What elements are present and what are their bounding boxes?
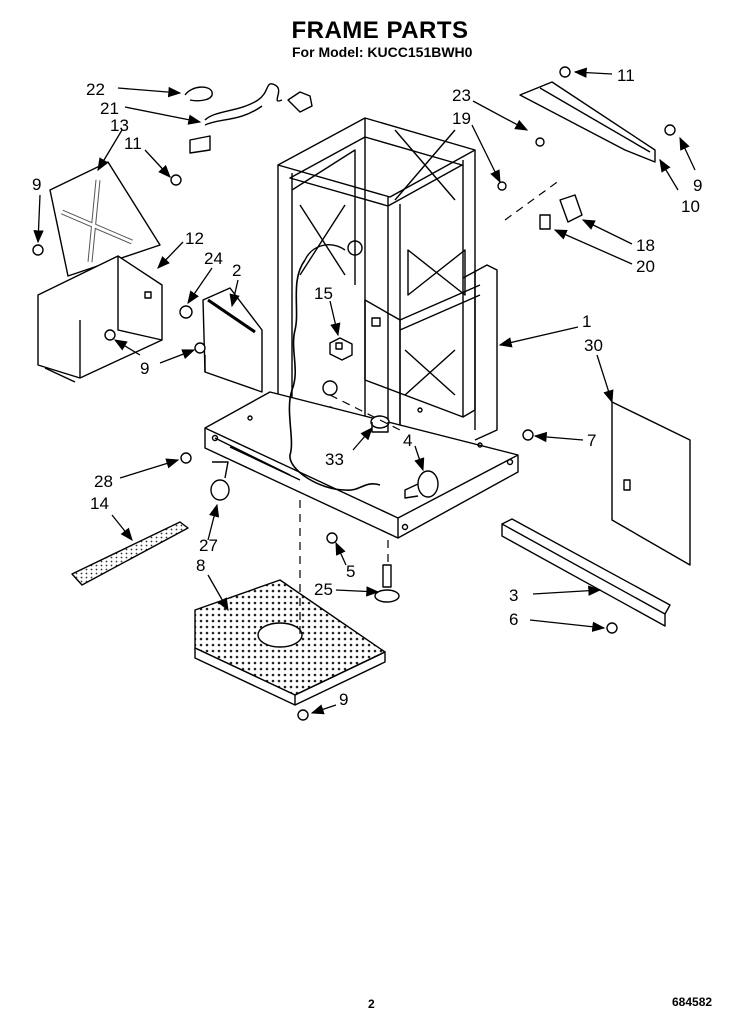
callout-1: 1 — [582, 312, 591, 331]
callout-2: 2 — [232, 261, 241, 280]
power-cord-part-21 — [189, 83, 313, 154]
grille-part-14 — [71, 521, 189, 586]
callout-12: 12 — [185, 229, 204, 248]
callout-33: 33 — [325, 450, 344, 469]
wiring-harness — [288, 259, 381, 491]
alignment-lines — [299, 179, 561, 640]
part-4 — [404, 470, 439, 499]
side-panel-part-12 — [37, 255, 163, 383]
callout-5: 5 — [346, 562, 355, 581]
callout-24: 24 — [204, 249, 223, 268]
callout-28: 28 — [94, 472, 113, 491]
callout-13: 13 — [110, 116, 129, 135]
callout-8: 8 — [196, 556, 205, 575]
callout-6: 6 — [509, 610, 518, 629]
callout-19: 19 — [452, 109, 471, 128]
caster-part-27 — [210, 461, 230, 501]
callout-25: 25 — [314, 580, 333, 599]
callout-15: 15 — [314, 284, 333, 303]
rear-panel-part-30 — [611, 401, 691, 566]
cabinet-frame — [277, 117, 498, 528]
callout-11-right: 11 — [617, 66, 635, 85]
callout-labels: 22 21 13 11 9 12 24 2 9 15 33 4 28 14 27… — [32, 66, 702, 709]
callout-27: 27 — [199, 536, 218, 555]
callout-30: 30 — [584, 336, 603, 355]
fasteners — [32, 66, 676, 721]
rail-part-3 — [501, 518, 671, 627]
callout-20: 20 — [636, 257, 655, 276]
callout-23: 23 — [452, 86, 471, 105]
callout-4: 4 — [403, 431, 412, 450]
part-33 — [370, 415, 390, 433]
back-cover-part-13 — [49, 161, 161, 277]
hinge-part-18 — [539, 194, 583, 230]
clip-part-22 — [184, 86, 213, 102]
model-subtitle: For Model: KUCC151BWH0 — [292, 44, 473, 60]
callout-10: 10 — [681, 197, 700, 216]
callout-7: 7 — [587, 431, 596, 450]
callout-18: 18 — [636, 236, 655, 255]
callout-14: 14 — [90, 494, 109, 513]
leveling-leg-part-25 — [374, 564, 400, 603]
leader-lines — [33, 67, 696, 715]
document-code: 684582 — [672, 995, 713, 1009]
page-title: FRAME PARTS — [291, 17, 469, 44]
callout-11-left: 11 — [124, 134, 142, 153]
callout-22: 22 — [86, 80, 105, 99]
switch-part-15 — [329, 337, 353, 361]
callout-9-right: 9 — [693, 176, 702, 195]
callout-9-mid-left: 9 — [140, 359, 149, 378]
cabinet-base — [204, 391, 519, 539]
callout-9-upper-left: 9 — [32, 175, 41, 194]
callout-9-bottom: 9 — [339, 690, 348, 709]
page-number: 2 — [368, 997, 375, 1011]
filter-tray-part-8 — [194, 579, 386, 706]
callout-21: 21 — [100, 99, 119, 118]
baffle-part-2 — [202, 287, 263, 393]
bracket-part-10 — [519, 81, 656, 163]
callout-3: 3 — [509, 586, 518, 605]
